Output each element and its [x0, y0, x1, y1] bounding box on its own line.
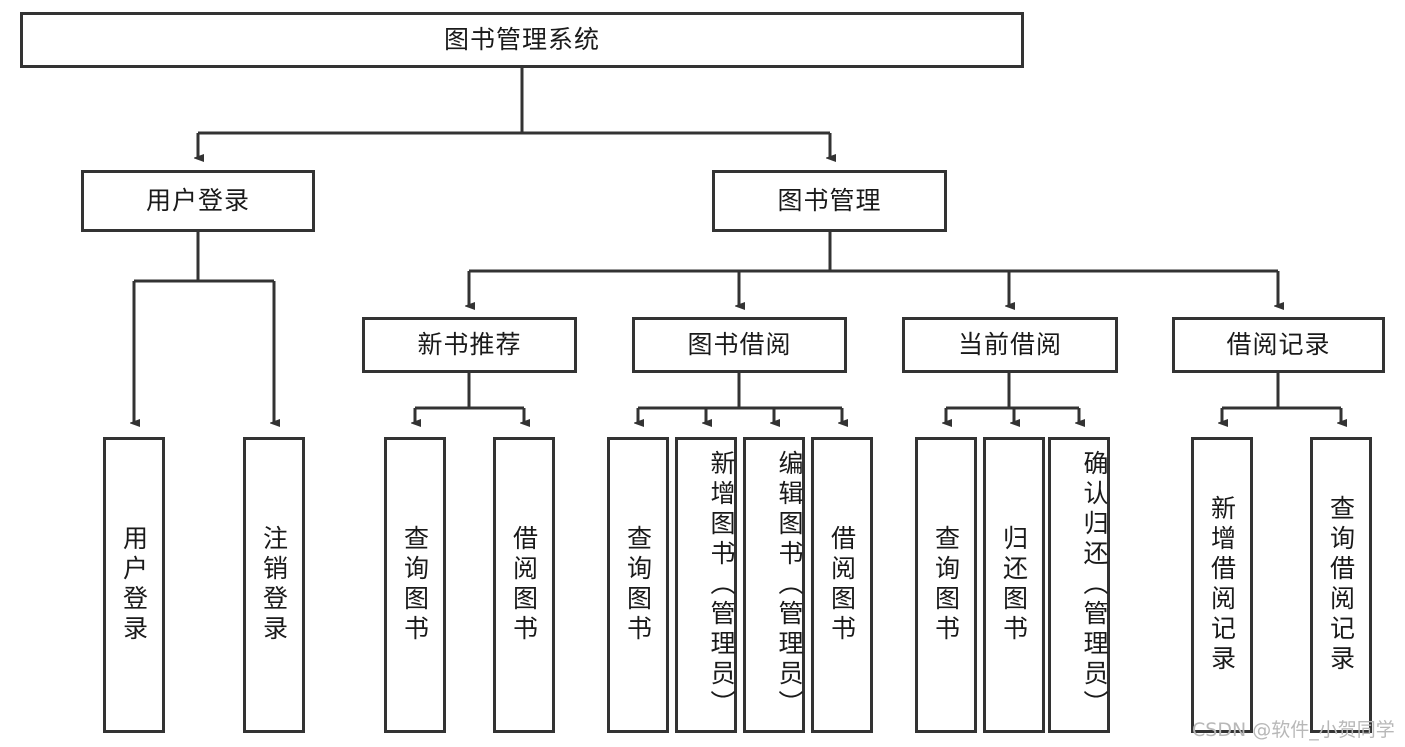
node-book-borrow-label: 图书借阅: [687, 330, 792, 360]
node-root-label: 图书管理系统: [443, 25, 600, 55]
leaf-book-borrow-borrow[interactable]: 借阅图书: [811, 437, 873, 733]
node-book-management[interactable]: 图书管理: [712, 170, 947, 232]
leaf-label: 新增借阅记录: [1207, 495, 1237, 675]
watermark: CSDN @软件_小贺同学: [1192, 719, 1395, 741]
leaf-book-borrow-edit[interactable]: 编辑图书（管理员）: [743, 437, 805, 733]
leaf-label: 新增图书（管理员）: [707, 450, 736, 720]
node-book-management-label: 图书管理: [777, 186, 882, 216]
node-book-borrow[interactable]: 图书借阅: [632, 317, 847, 373]
leaf-user-login-logout[interactable]: 注销登录: [243, 437, 305, 733]
node-root-book-management-system[interactable]: 图书管理系统: [20, 12, 1024, 68]
leaf-new-book-query[interactable]: 查询图书: [384, 437, 446, 733]
leaf-label: 注销登录: [259, 525, 289, 645]
node-borrow-record-label: 借阅记录: [1226, 330, 1331, 360]
node-borrow-record[interactable]: 借阅记录: [1172, 317, 1385, 373]
leaf-label: 归还图书: [999, 525, 1029, 645]
leaf-current-borrow-return[interactable]: 归还图书: [983, 437, 1045, 733]
node-new-book-recommend[interactable]: 新书推荐: [362, 317, 577, 373]
node-user-login-label: 用户登录: [145, 186, 250, 216]
leaf-current-borrow-query[interactable]: 查询图书: [915, 437, 977, 733]
leaf-label: 编辑图书（管理员）: [775, 450, 804, 720]
leaf-user-login-login[interactable]: 用户登录: [103, 437, 165, 733]
leaf-borrow-record-add[interactable]: 新增借阅记录: [1191, 437, 1253, 733]
leaf-current-borrow-confirm-return[interactable]: 确认归还（管理员）: [1048, 437, 1110, 733]
node-current-borrow-label: 当前借阅: [957, 330, 1062, 360]
leaf-label: 查询图书: [400, 525, 430, 645]
leaf-label: 借阅图书: [827, 525, 857, 645]
leaf-label: 查询图书: [623, 525, 653, 645]
leaf-borrow-record-query[interactable]: 查询借阅记录: [1310, 437, 1372, 733]
leaf-label: 确认归还（管理员）: [1080, 450, 1109, 720]
leaf-label: 查询借阅记录: [1326, 495, 1356, 675]
leaf-label: 用户登录: [119, 525, 149, 645]
leaf-label: 借阅图书: [509, 525, 539, 645]
leaf-new-book-borrow[interactable]: 借阅图书: [493, 437, 555, 733]
node-current-borrow[interactable]: 当前借阅: [902, 317, 1118, 373]
leaf-label: 查询图书: [931, 525, 961, 645]
node-new-book-recommend-label: 新书推荐: [417, 330, 522, 360]
leaf-book-borrow-add[interactable]: 新增图书（管理员）: [675, 437, 737, 733]
leaf-book-borrow-query[interactable]: 查询图书: [607, 437, 669, 733]
node-user-login[interactable]: 用户登录: [81, 170, 315, 232]
